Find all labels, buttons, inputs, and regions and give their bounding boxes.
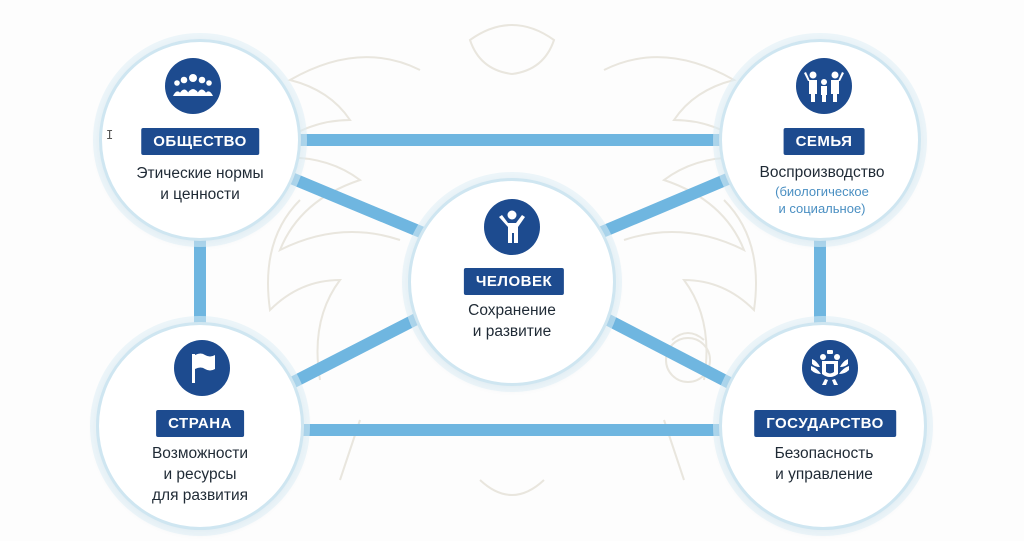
family-icon	[796, 58, 852, 114]
family-line-1: Воспроизводство	[759, 164, 885, 181]
country-line-2: и ресурсы	[163, 466, 237, 483]
person-line-2: и развитие	[472, 323, 552, 340]
person-line-1: Сохранение	[468, 302, 556, 319]
family-note-line-2: и социальное)	[778, 201, 866, 216]
person-title: ЧЕЛОВЕК	[463, 268, 565, 295]
society-line-2: и ценности	[160, 186, 240, 203]
crowd-icon	[165, 58, 221, 114]
country-title: СТРАНА	[156, 410, 244, 437]
country-description: Возможности и ресурсы для развития	[152, 443, 248, 506]
coat-of-arms-icon	[802, 340, 858, 396]
flag-icon	[174, 340, 230, 396]
society-title: ОБЩЕСТВО	[141, 128, 259, 155]
state-line-1: Безопасность	[774, 445, 874, 462]
family-title: СЕМЬЯ	[783, 128, 865, 155]
family-description: Воспроизводство (биологическое и социаль…	[759, 162, 884, 217]
society-line-1: Этические нормы	[136, 165, 264, 182]
state-description: Безопасность и управление	[775, 443, 874, 485]
person-description: Сохранение и развитие	[468, 300, 556, 342]
family-note-line-1: (биологическое	[775, 184, 869, 199]
person-icon	[484, 199, 540, 255]
country-line-1: Возможности	[151, 445, 249, 462]
country-line-3: для развития	[151, 487, 248, 504]
state-line-2: и управление	[775, 466, 873, 483]
society-description: Этические нормы и ценности	[136, 163, 263, 205]
text-cursor-icon: I	[106, 128, 114, 142]
state-title: ГОСУДАРСТВО	[754, 410, 896, 437]
